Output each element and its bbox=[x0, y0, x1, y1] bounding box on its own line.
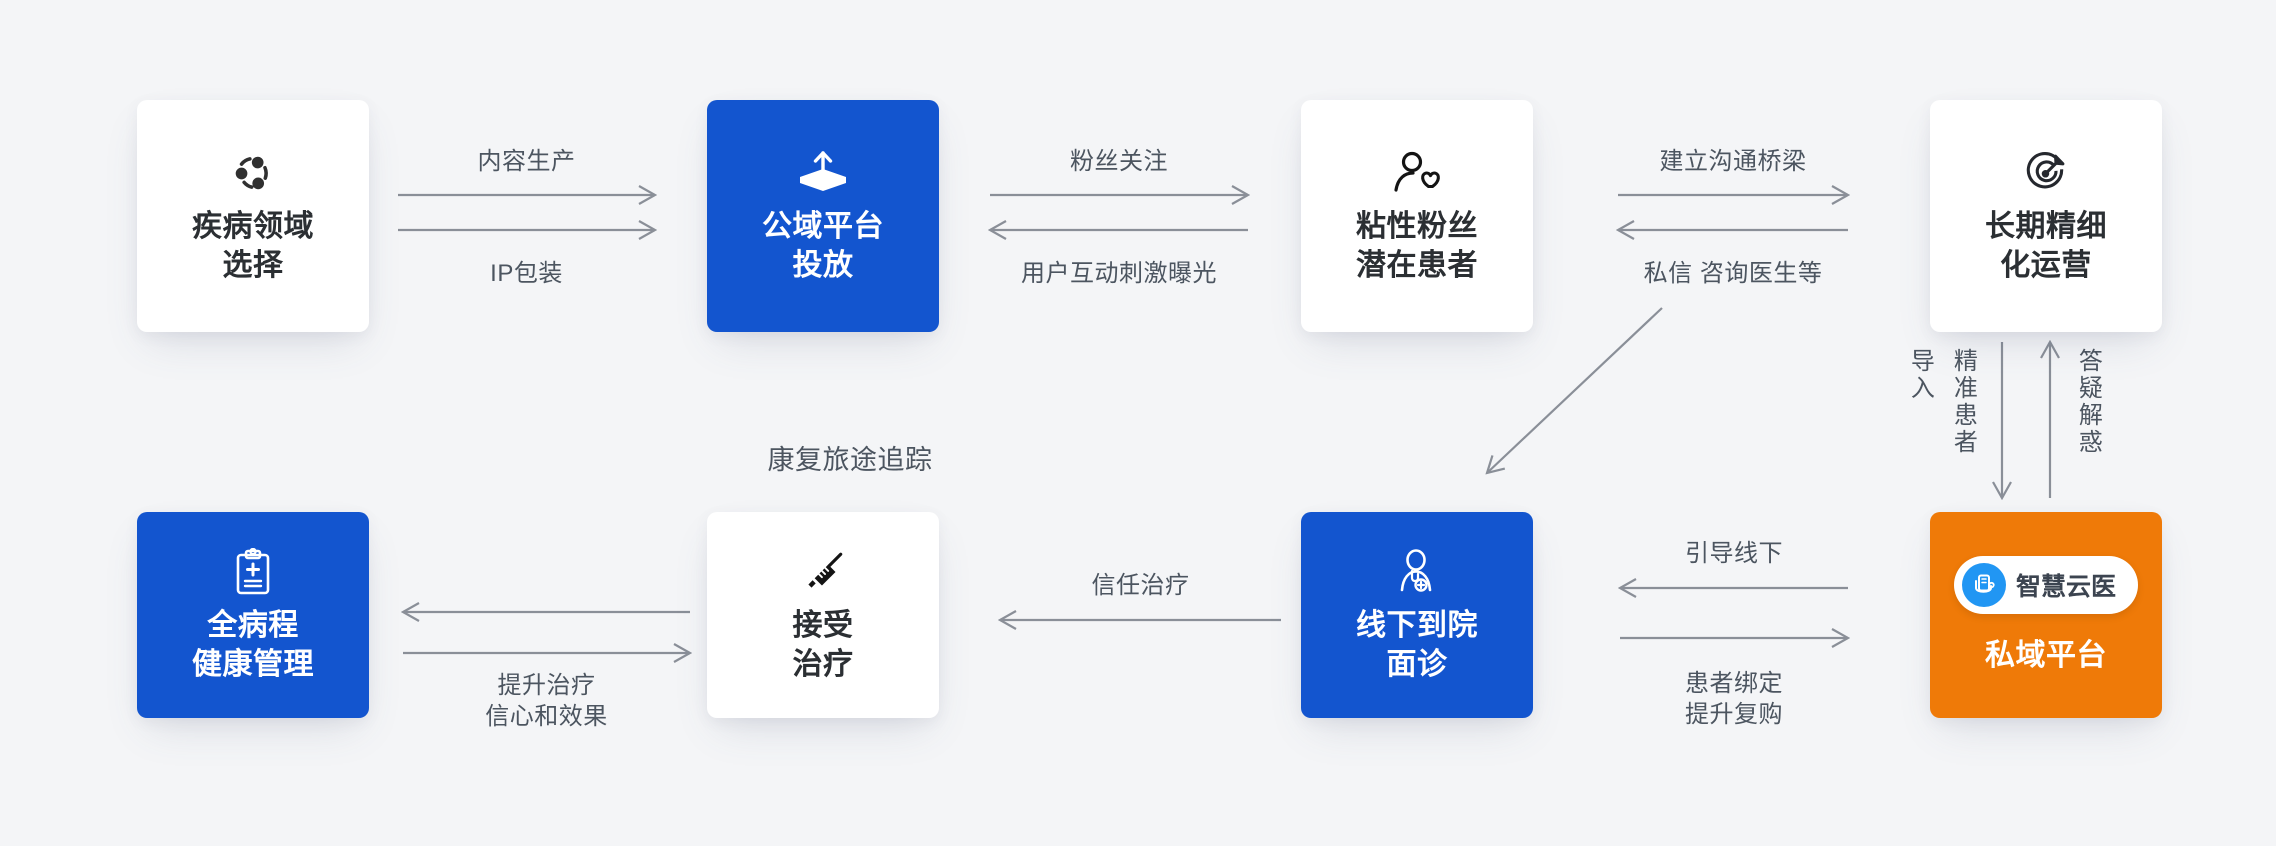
card-label: 粘性粉丝 潜在患者 bbox=[1356, 210, 1478, 282]
arrow-fans-to-offline-diagonal bbox=[1487, 307, 1663, 473]
cloud-doctor-logo: 智慧云医 bbox=[1953, 555, 2138, 614]
connector-label-import-lead: 导入 bbox=[1906, 348, 1934, 402]
card-sticky-fans[interactable]: 粘性粉丝 潜在患者 bbox=[1301, 100, 1533, 332]
card-label: 接受 治疗 bbox=[792, 609, 854, 681]
syringe-icon bbox=[798, 546, 848, 600]
card-label: 疾病领域 选择 bbox=[192, 210, 314, 282]
connector-label-content-production: 内容生产 bbox=[477, 148, 576, 175]
person-heart-icon bbox=[1390, 147, 1444, 201]
doctor-stethoscope-icon bbox=[1393, 546, 1441, 600]
card-long-term-operation[interactable]: 长期精细 化运营 bbox=[1930, 100, 2162, 332]
card-label: 长期精细 化运营 bbox=[1985, 210, 2107, 282]
connector-label-user-interaction-exposure: 用户互动刺激曝光 bbox=[1021, 260, 1217, 287]
upload-box-icon bbox=[796, 147, 850, 201]
card-private-domain-platform[interactable]: 智慧云医 私域平台 bbox=[1930, 512, 2162, 718]
logo-text: 智慧云医 bbox=[2015, 572, 2116, 601]
connector-label-fans-follow: 粉丝关注 bbox=[1070, 148, 1168, 175]
card-receive-treatment[interactable]: 接受 治疗 bbox=[707, 512, 939, 718]
connector-label-private-message-consult: 私信 咨询医生等 bbox=[1643, 260, 1823, 287]
connector-label-recovery-journey-tracking: 康复旅途追踪 bbox=[767, 445, 933, 475]
connector-label-import-precise-patients: 精准患者 bbox=[1949, 348, 1977, 456]
card-disease-area-selection[interactable]: 疾病领域 选择 bbox=[137, 100, 369, 332]
connector-label-ip-packaging: IP包装 bbox=[490, 260, 563, 287]
card-label: 全病程 健康管理 bbox=[192, 609, 314, 681]
card-label: 线下到院 面诊 bbox=[1356, 609, 1478, 681]
connector-label-build-communication-bridge: 建立沟通桥梁 bbox=[1659, 148, 1807, 175]
clipboard-plus-icon bbox=[231, 546, 275, 600]
card-public-domain-platform[interactable]: 公域平台 投放 bbox=[707, 100, 939, 332]
card-full-course-health-management[interactable]: 全病程 健康管理 bbox=[137, 512, 369, 718]
connector-label-improve-treatment-confidence: 提升治疗 信心和效果 bbox=[485, 672, 608, 731]
card-label: 私域平台 bbox=[1985, 638, 2107, 672]
connector-label-answer-questions: 答疑解惑 bbox=[2074, 348, 2102, 456]
network-dots-icon bbox=[228, 147, 278, 201]
card-label: 公域平台 投放 bbox=[762, 210, 884, 282]
connector-label-trust-treatment: 信任治疗 bbox=[1091, 572, 1190, 599]
connector-label-guide-offline: 引导线下 bbox=[1685, 540, 1783, 567]
card-offline-visit[interactable]: 线下到院 面诊 bbox=[1301, 512, 1533, 718]
target-dart-icon bbox=[2021, 147, 2071, 201]
cloud-doctor-logo-icon bbox=[1961, 562, 2006, 607]
connector-label-patient-binding: 患者绑定 提升复购 bbox=[1685, 670, 1783, 729]
